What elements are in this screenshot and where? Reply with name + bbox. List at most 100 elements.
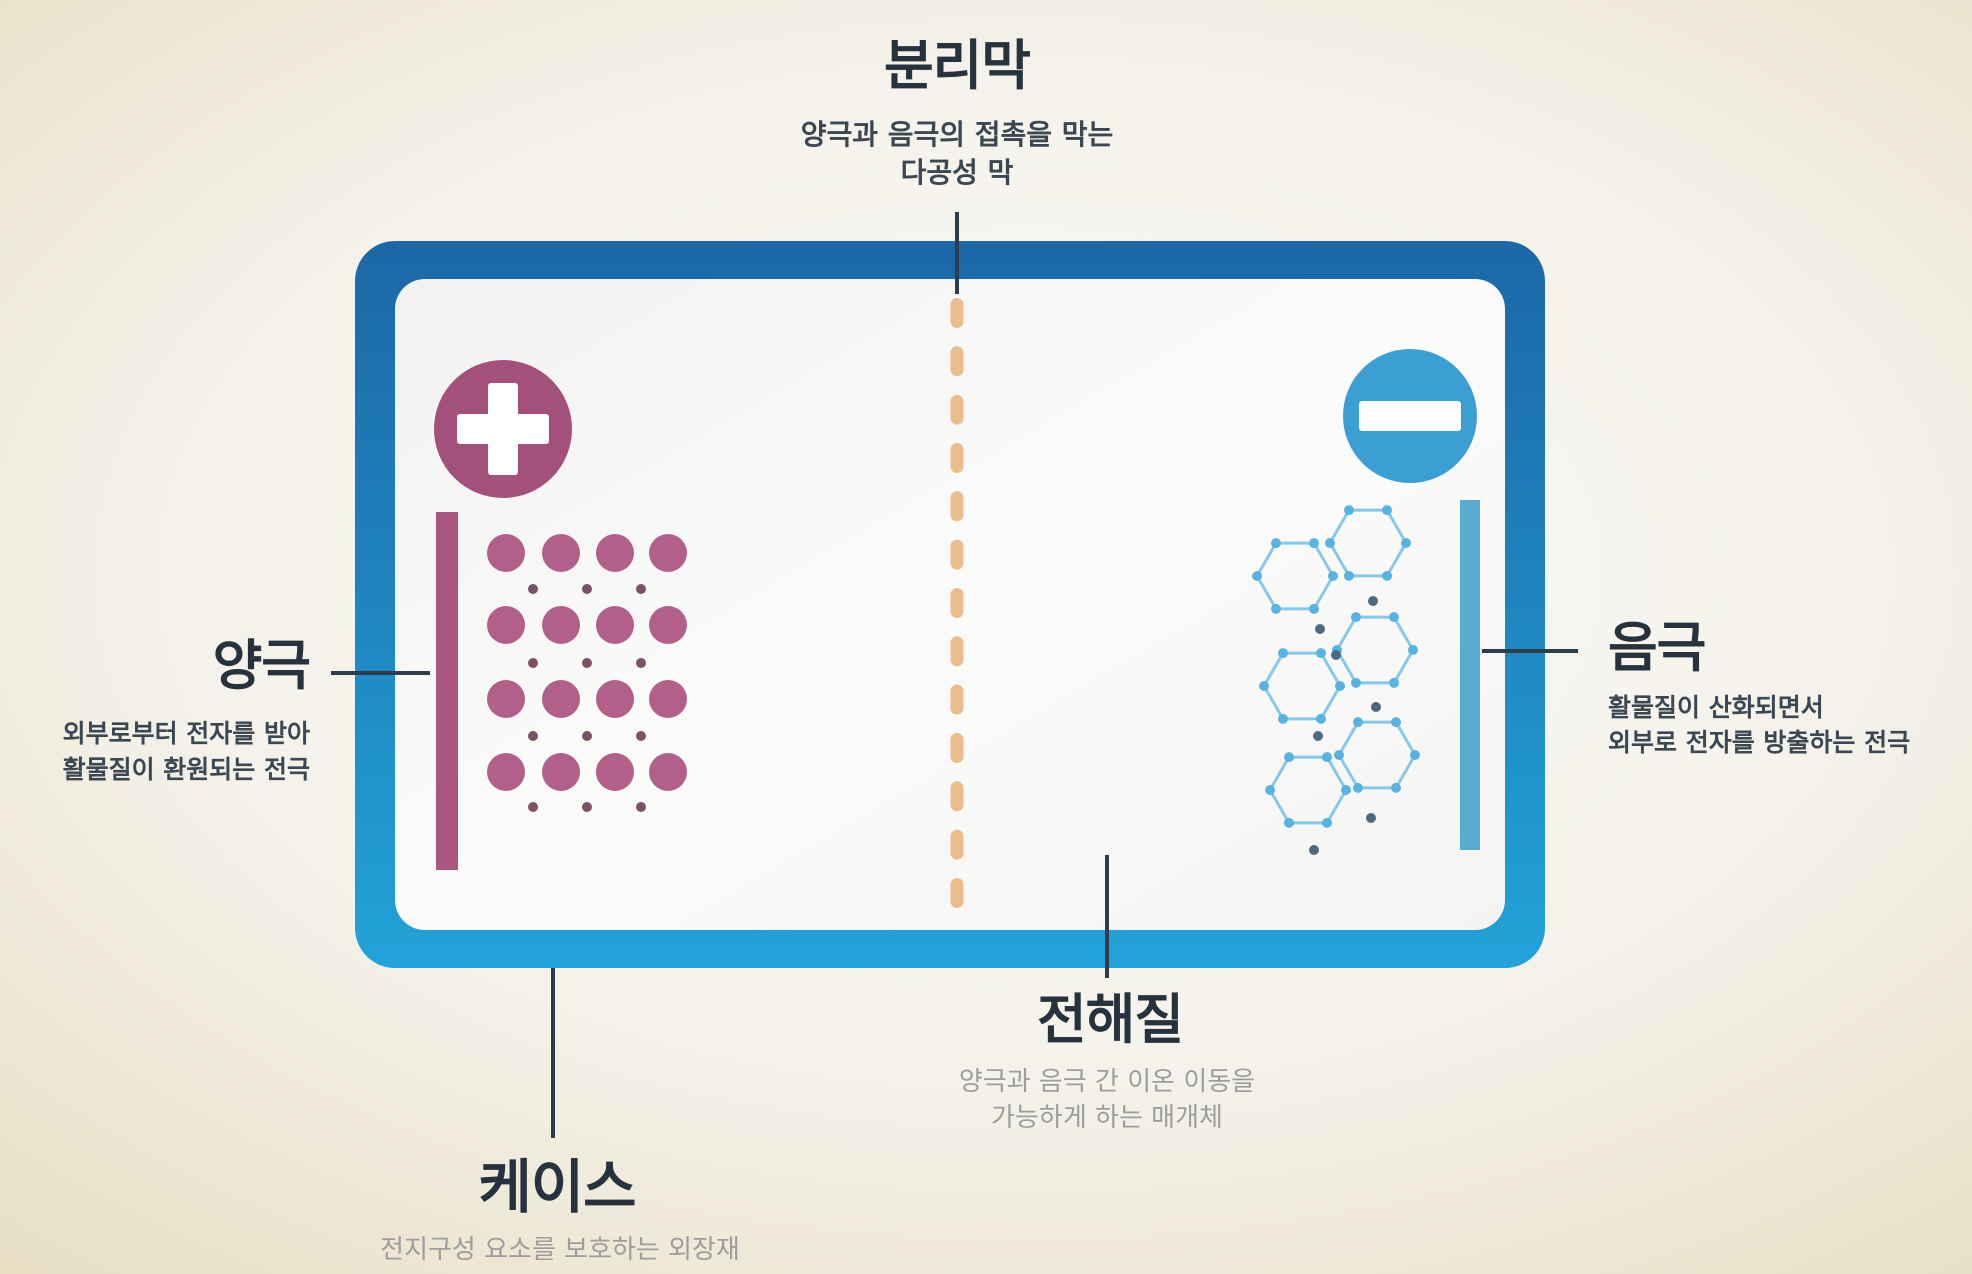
cathode-particle (596, 753, 634, 791)
cathode-ion-dot (582, 658, 592, 668)
lattice-vertex-dot (1309, 604, 1319, 614)
anode-description-line: 활물질이 산화되면서 (1608, 690, 1968, 725)
lattice-vertex-dot (1382, 571, 1392, 581)
lattice-vertex-dot (1322, 818, 1332, 828)
lattice-vertex-dot (1278, 714, 1288, 724)
electrolyte-description: 양극과 음극 간 이온 이동을 가능하게 하는 매개체 (807, 1064, 1407, 1136)
lattice-vertex-dot (1410, 750, 1420, 760)
anode-electrode-bar (1460, 500, 1480, 850)
cathode-particle (596, 606, 634, 644)
lithium-ion-dot (1315, 624, 1325, 634)
minus-icon-bar (1359, 401, 1461, 431)
lattice-vertex-dot (1351, 612, 1361, 622)
cathode-description-line: 활물질이 환원되는 전극 (0, 752, 310, 788)
lattice-vertex-dot (1408, 645, 1418, 655)
cathode-ion-dot (636, 584, 646, 594)
lattice-vertex-dot (1341, 785, 1351, 795)
cathode-particle (649, 534, 687, 572)
cathode-particle (542, 680, 580, 718)
cathode-particle (487, 606, 525, 644)
separator-dash (951, 588, 964, 618)
lithium-ion-dot (1371, 702, 1381, 712)
lattice-vertex-dot (1334, 750, 1344, 760)
cathode-particle (542, 534, 580, 572)
lattice-vertex-dot (1259, 681, 1269, 691)
anode-title: 음극 (1608, 616, 1908, 680)
cathode-particle (542, 753, 580, 791)
plus-icon-vertical-bar (488, 383, 518, 475)
lattice-vertex-dot (1328, 571, 1338, 581)
anode-symbol (1343, 349, 1477, 483)
separator-dash (951, 636, 964, 666)
lattice-vertex-dot (1382, 505, 1392, 515)
separator-dash (951, 346, 964, 376)
separator-dash (951, 443, 964, 473)
electrolyte-description-line: 양극과 음극 간 이온 이동을 (807, 1064, 1407, 1100)
cathode-electrode-bar (436, 512, 458, 870)
cathode-description-line: 외부로부터 전자를 받아 (0, 716, 310, 752)
cathode-ion-dot (528, 658, 538, 668)
cathode-ion-dot (528, 802, 538, 812)
lithium-ion-dot (1366, 813, 1376, 823)
separator-description: 양극과 음극의 접촉을 막는 다공성 막 (657, 116, 1257, 192)
lattice-vertex-dot (1344, 571, 1354, 581)
separator-dash (951, 298, 964, 328)
lattice-vertex-dot (1325, 538, 1335, 548)
cathode-particle (649, 680, 687, 718)
cathode-ion-dot (636, 731, 646, 741)
separator-dash (951, 878, 964, 908)
lattice-vertex-dot (1284, 752, 1294, 762)
lattice-vertex-dot (1351, 678, 1361, 688)
separator-description-line: 다공성 막 (657, 154, 1257, 192)
lattice-vertex-dot (1391, 717, 1401, 727)
cathode-particle (487, 753, 525, 791)
cathode-ion-dot (636, 658, 646, 668)
lattice-vertex-dot (1391, 783, 1401, 793)
anode-description-line: 외부로 전자를 방출하는 전극 (1608, 725, 1968, 760)
cathode-particle (596, 680, 634, 718)
separator-dash (951, 540, 964, 570)
lithium-ion-dot (1313, 731, 1323, 741)
lattice-vertex-dot (1271, 604, 1281, 614)
lattice-vertex-dot (1265, 785, 1275, 795)
electrolyte-description-line: 가능하게 하는 매개체 (807, 1100, 1407, 1136)
separator-dash (951, 733, 964, 763)
cathode-description: 외부로부터 전자를 받아 활물질이 환원되는 전극 (0, 716, 310, 788)
separator-description-line: 양극과 음극의 접촉을 막는 (657, 116, 1257, 154)
separator-title: 분리막 (657, 34, 1257, 98)
cathode-ion-dot (528, 584, 538, 594)
lattice-vertex-dot (1389, 612, 1399, 622)
electrolyte-title: 전해질 (810, 988, 1410, 1052)
separator-dash (951, 685, 964, 715)
lithium-ion-dot (1368, 596, 1378, 606)
lattice-vertex-dot (1353, 783, 1363, 793)
lattice-vertex-dot (1271, 538, 1281, 548)
lithium-ion-dot (1309, 845, 1319, 855)
cathode-ion-dot (528, 731, 538, 741)
cathode-particle (487, 680, 525, 718)
anode-description: 활물질이 산화되면서 외부로 전자를 방출하는 전극 (1608, 690, 1968, 760)
lithium-ion-dot (1331, 650, 1341, 660)
separator-dash (951, 491, 964, 521)
lattice-vertex-dot (1353, 717, 1363, 727)
cathode-particle (596, 534, 634, 572)
cathode-particle (487, 534, 525, 572)
cathode-particle (649, 606, 687, 644)
lattice-vertex-dot (1344, 505, 1354, 515)
case-description: 전지구성 요소를 보호하는 외장재 (360, 1234, 760, 1266)
lattice-vertex-dot (1335, 681, 1345, 691)
cathode-ion-dot (582, 731, 592, 741)
cathode-ion-dot (582, 802, 592, 812)
lattice-vertex-dot (1284, 818, 1294, 828)
lattice-vertex-dot (1278, 648, 1288, 658)
separator-dash (951, 781, 964, 811)
cathode-ion-dot (582, 584, 592, 594)
case-title: 케이스 (357, 1154, 757, 1220)
cathode-title: 양극 (10, 634, 310, 698)
lattice-vertex-dot (1401, 538, 1411, 548)
separator-dash (951, 830, 964, 860)
case-inner-area (395, 279, 1505, 930)
lattice-vertex-dot (1316, 648, 1326, 658)
case-description-line: 전지구성 요소를 보호하는 외장재 (360, 1234, 760, 1266)
